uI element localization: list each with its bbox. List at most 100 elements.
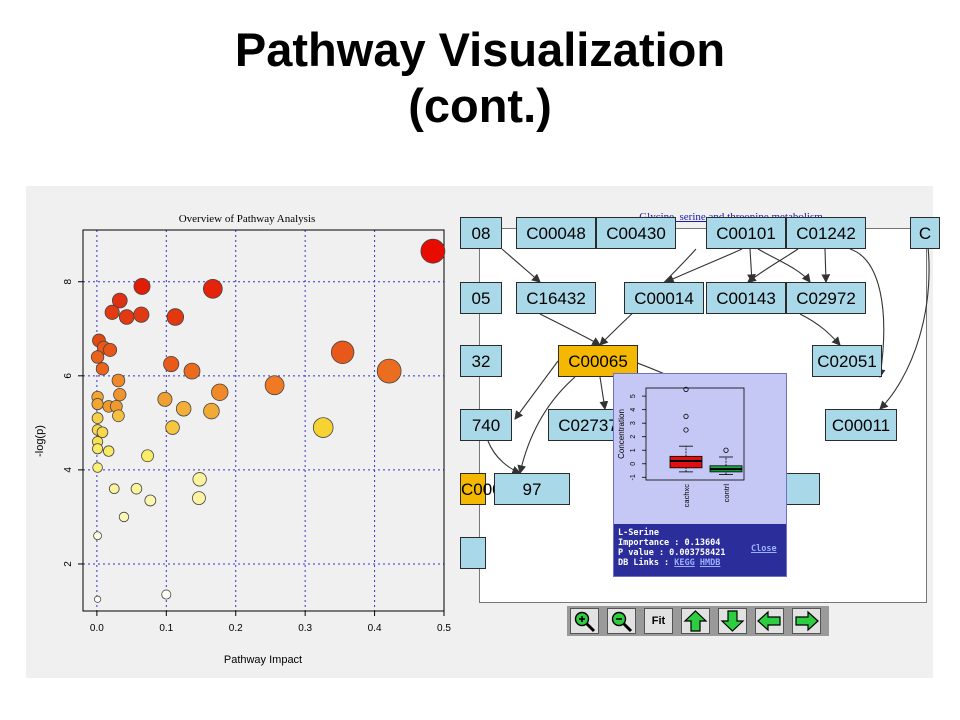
pathway-point — [166, 308, 185, 326]
compound-node[interactable]: 05 — [460, 282, 502, 314]
slide-title-line2: (cont.) — [408, 79, 552, 132]
boxplot-y-tick-label: 5 — [630, 394, 637, 398]
x-tick-label: 0.0 — [90, 623, 104, 634]
pathway-point — [264, 375, 285, 396]
y-tick-label: 6 — [63, 373, 74, 379]
compound-name: L-Serine — [618, 528, 659, 538]
popup-close-link[interactable]: Close — [751, 544, 777, 554]
zoom-in-button[interactable] — [570, 608, 599, 634]
pathway-point — [161, 589, 172, 600]
pathway-edge — [599, 376, 609, 411]
pathway-point — [133, 306, 150, 323]
compound-node[interactable]: C16432 — [516, 282, 596, 314]
boxplot-y-tick-label: 0 — [630, 462, 637, 466]
pathway-point — [192, 472, 207, 487]
compound-importance: Importance : 0.13604 — [618, 538, 721, 548]
y-tick-label: 2 — [63, 561, 74, 567]
db-links-label: DB Links : — [618, 558, 675, 568]
pathway-point — [103, 342, 118, 357]
move-right-button[interactable] — [792, 608, 821, 634]
zoom-out-icon — [611, 611, 633, 633]
compound-node[interactable]: 08 — [460, 217, 502, 249]
pathway-point — [95, 362, 110, 376]
pathway-point — [183, 362, 201, 380]
compound-node[interactable] — [460, 537, 486, 569]
pathway-edge — [487, 440, 522, 475]
compound-node[interactable]: C00048 — [516, 217, 596, 249]
plot-frame — [82, 229, 445, 612]
fit-button[interactable]: Fit — [644, 608, 673, 634]
compound-node[interactable]: C01242 — [786, 217, 866, 249]
pathway-edge — [501, 248, 541, 283]
compound-node[interactable]: C02051 — [812, 345, 882, 377]
slide-title-line1: Pathway Visualization — [234, 23, 726, 76]
compound-node[interactable]: C — [910, 217, 940, 249]
pathway-edge — [514, 360, 559, 420]
hmdb-link[interactable]: HMDB — [699, 558, 721, 568]
pathway-point — [113, 388, 127, 402]
compound-node[interactable]: C00014 — [624, 282, 704, 314]
boxplot-frame — [645, 387, 745, 481]
pathway-point — [118, 309, 135, 325]
pathway-point — [93, 531, 102, 541]
x-tick-label: 0.3 — [298, 623, 312, 634]
boxplot-category-label: contrl — [722, 484, 731, 503]
compound-node[interactable]: 97 — [494, 473, 570, 505]
pathway-point — [330, 340, 355, 364]
compound-pvalue: P value : 0.003758421 — [618, 548, 726, 558]
arrow-left-icon — [757, 610, 781, 632]
compound-node[interactable]: 32 — [460, 345, 502, 377]
pathway-edge — [757, 248, 811, 283]
pathway-point — [202, 278, 223, 299]
compound-node[interactable]: C00143 — [706, 282, 786, 314]
boxplot-y-label: Concentration — [617, 409, 626, 459]
compound-node[interactable]: C00065 — [558, 345, 638, 377]
pathway-point — [112, 409, 125, 423]
pathway-point — [203, 402, 220, 420]
compound-node[interactable]: C02972 — [786, 282, 866, 314]
pathway-edge — [747, 248, 799, 283]
pathway-point — [104, 304, 120, 320]
y-tick-label: 8 — [63, 279, 74, 285]
boxplot-y-tick-label: 4 — [630, 408, 637, 412]
boxplot-outlier — [683, 386, 689, 392]
pathway-edge — [539, 313, 601, 346]
compound-node[interactable]: C00022 — [460, 473, 521, 505]
boxplot-y-tick-label: 3 — [630, 421, 637, 425]
boxplot-y-tick-label: -1 — [630, 474, 637, 480]
pathway-point — [420, 238, 446, 264]
compound-node[interactable]: C00430 — [596, 217, 676, 249]
compound-db-links: DB Links : KEGG HMDB — [618, 558, 786, 568]
pathway-point — [108, 483, 120, 495]
pathway-point — [312, 417, 334, 438]
arrow-down-icon — [720, 610, 745, 632]
zoom-in-icon — [574, 611, 596, 633]
boxplot-y-tick-label: 2 — [630, 435, 637, 439]
compound-node[interactable]: C00101 — [706, 217, 786, 249]
navigation-toolbar: Fit — [567, 606, 829, 636]
pathway-point — [157, 391, 173, 407]
compound-node[interactable]: 740 — [460, 409, 512, 441]
pathway-point — [91, 412, 104, 425]
zoom-out-button[interactable] — [607, 608, 636, 634]
pathway-point — [175, 401, 192, 417]
move-left-button[interactable] — [755, 608, 784, 634]
pathway-point — [192, 491, 206, 506]
pathway-point — [91, 397, 104, 411]
pathway-point — [92, 443, 104, 455]
pathway-point — [111, 373, 126, 388]
compound-node[interactable]: C00011 — [825, 409, 897, 441]
y-axis-label: -log(p) — [34, 425, 46, 457]
pathway-point — [118, 511, 130, 523]
boxplot-outlier — [683, 427, 689, 433]
boxplot-outlier — [723, 447, 729, 453]
pathway-edge — [747, 248, 756, 284]
pathway-point — [92, 462, 103, 473]
kegg-link[interactable]: KEGG — [674, 558, 695, 568]
move-down-button[interactable] — [718, 608, 747, 634]
move-up-button[interactable] — [681, 608, 710, 634]
pathway-point — [111, 292, 128, 309]
